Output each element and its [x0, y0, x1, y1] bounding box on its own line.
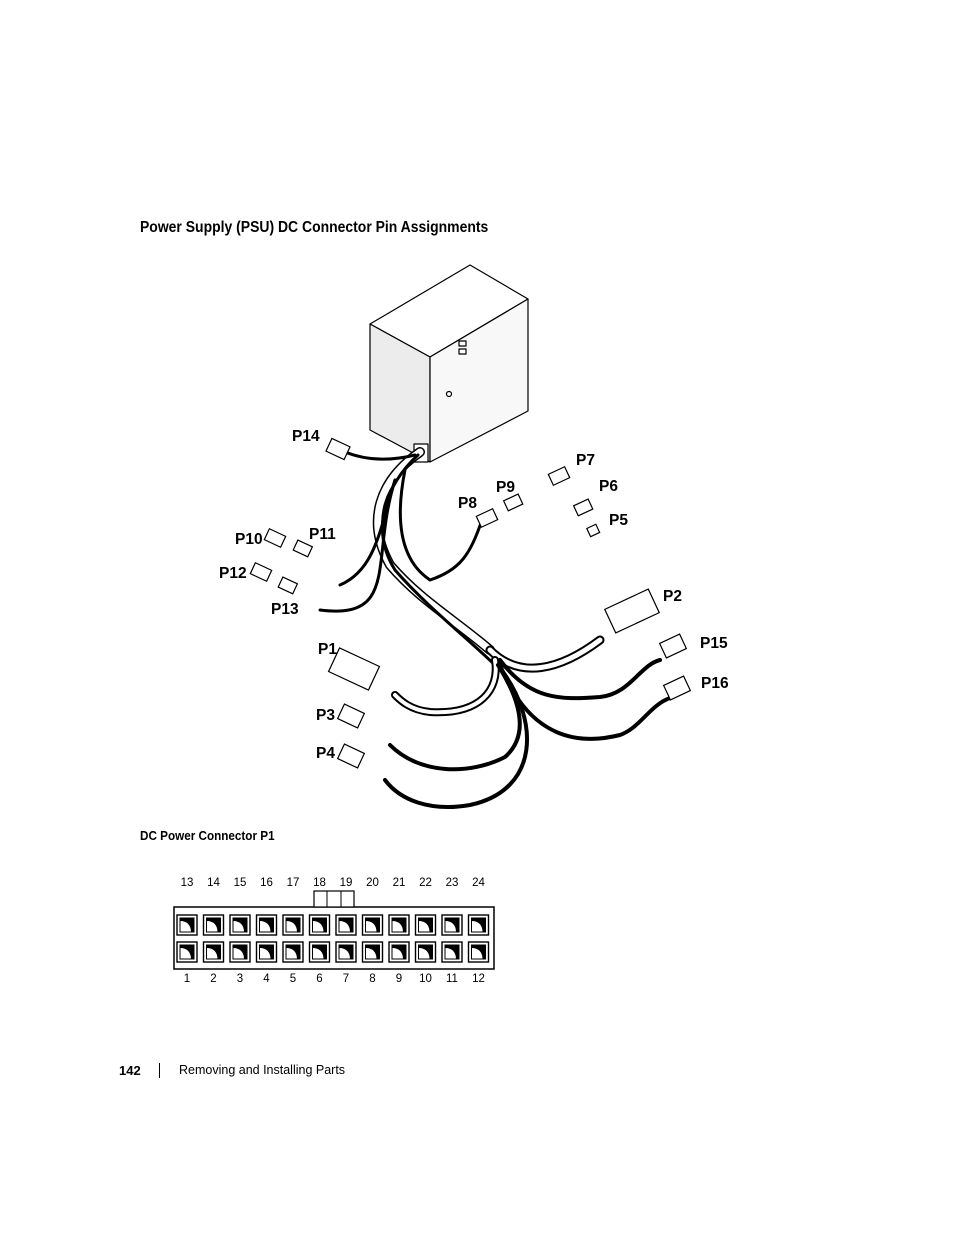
label-p16: P16 — [701, 675, 729, 692]
connector-p8 — [475, 507, 499, 529]
connector-p7 — [547, 465, 571, 487]
connector-p15 — [658, 633, 688, 659]
label-p9: P9 — [496, 479, 515, 496]
pin-3 — [229, 941, 251, 963]
pin-number-label: 3 — [237, 973, 243, 985]
pin-number-label: 13 — [181, 877, 194, 889]
pin-number-label: 22 — [419, 877, 432, 889]
connector-p11 — [292, 539, 314, 558]
connector-p4 — [336, 743, 366, 769]
connector-p3 — [336, 703, 366, 729]
label-p2: P2 — [663, 588, 682, 605]
pin-21 — [388, 914, 410, 936]
pin-15 — [229, 914, 251, 936]
pin-number-label: 17 — [287, 877, 300, 889]
pin-number-label: 9 — [396, 973, 402, 985]
label-p3: P3 — [316, 707, 335, 724]
pin-2 — [202, 941, 225, 963]
label-p7: P7 — [576, 452, 595, 469]
connector-p2 — [603, 588, 661, 634]
label-p13: P13 — [271, 601, 299, 618]
connector-p9 — [502, 493, 524, 512]
label-p4: P4 — [316, 745, 335, 762]
pin-18 — [308, 914, 331, 936]
label-p11: P11 — [309, 526, 336, 543]
label-p6: P6 — [599, 478, 618, 495]
pin-8 — [361, 941, 384, 963]
pin-number-label: 20 — [366, 877, 379, 889]
connector-p1 — [327, 647, 381, 691]
pin-23 — [441, 914, 463, 936]
connector-p16 — [662, 675, 692, 701]
page-number: 142 — [119, 1063, 141, 1078]
label-p8: P8 — [458, 495, 477, 512]
footer-chapter: Removing and Installing Parts — [179, 1063, 346, 1077]
pin-11 — [441, 941, 463, 963]
connector-p14 — [325, 437, 351, 461]
pin-number-label: 15 — [234, 877, 247, 889]
pin-9 — [388, 941, 410, 963]
label-p14: P14 — [292, 428, 320, 445]
pin-number-label: 10 — [419, 973, 432, 985]
pin-number-label: 18 — [313, 877, 326, 889]
connector-p10 — [263, 527, 287, 549]
connector-p12 — [249, 561, 273, 583]
pin-14 — [202, 914, 225, 936]
pin-number-label: 8 — [369, 973, 375, 985]
pin-number-label: 19 — [340, 877, 353, 889]
pin-19 — [335, 914, 357, 936]
pin-number-label: 24 — [472, 877, 485, 889]
pin-4 — [255, 941, 278, 963]
pin-7 — [335, 941, 357, 963]
pin-number-label: 23 — [446, 877, 459, 889]
footer-divider — [159, 1063, 160, 1078]
connector-p6 — [572, 498, 594, 517]
pin-number-label: 14 — [207, 877, 220, 889]
pin-number-label: 6 — [316, 973, 322, 985]
pin-number-label: 2 — [210, 973, 216, 985]
pin-20 — [361, 914, 384, 936]
pin-10 — [414, 941, 437, 963]
pin-number-label: 12 — [472, 973, 485, 985]
pin-6 — [308, 941, 331, 963]
pin-16 — [255, 914, 278, 936]
cable-bundle — [318, 447, 672, 810]
pin-number-label: 11 — [446, 973, 458, 985]
pin-17 — [282, 914, 304, 936]
label-p15: P15 — [700, 635, 728, 652]
connector-p5 — [585, 523, 601, 538]
psu-unit — [369, 264, 529, 463]
pin-5 — [282, 941, 304, 963]
pin-number-label: 7 — [343, 973, 349, 985]
pin-24 — [467, 914, 490, 936]
connectors — [249, 437, 692, 769]
pin-number-label: 4 — [263, 973, 270, 985]
label-p1: P1 — [318, 641, 337, 658]
pin-12 — [467, 941, 490, 963]
pin-22 — [414, 914, 437, 936]
pin-number-label: 5 — [290, 973, 296, 985]
section-title: Power Supply (PSU) DC Connector Pin Assi… — [140, 219, 489, 236]
connector-title: DC Power Connector P1 — [140, 828, 275, 843]
pin-number-label: 21 — [393, 877, 406, 889]
connector-p13 — [277, 576, 299, 595]
pin-number-label: 16 — [260, 877, 273, 889]
label-p12: P12 — [219, 565, 247, 582]
pin-13 — [176, 914, 198, 936]
pin-1 — [176, 941, 198, 963]
pin-number-label: 1 — [184, 973, 190, 985]
callout-labels: P14 P7 P9 P6 P8 P5 P11 P10 P12 P2 P13 P1… — [219, 428, 729, 762]
label-p10: P10 — [235, 531, 263, 548]
label-p5: P5 — [609, 512, 628, 529]
connector-latch — [313, 890, 355, 908]
